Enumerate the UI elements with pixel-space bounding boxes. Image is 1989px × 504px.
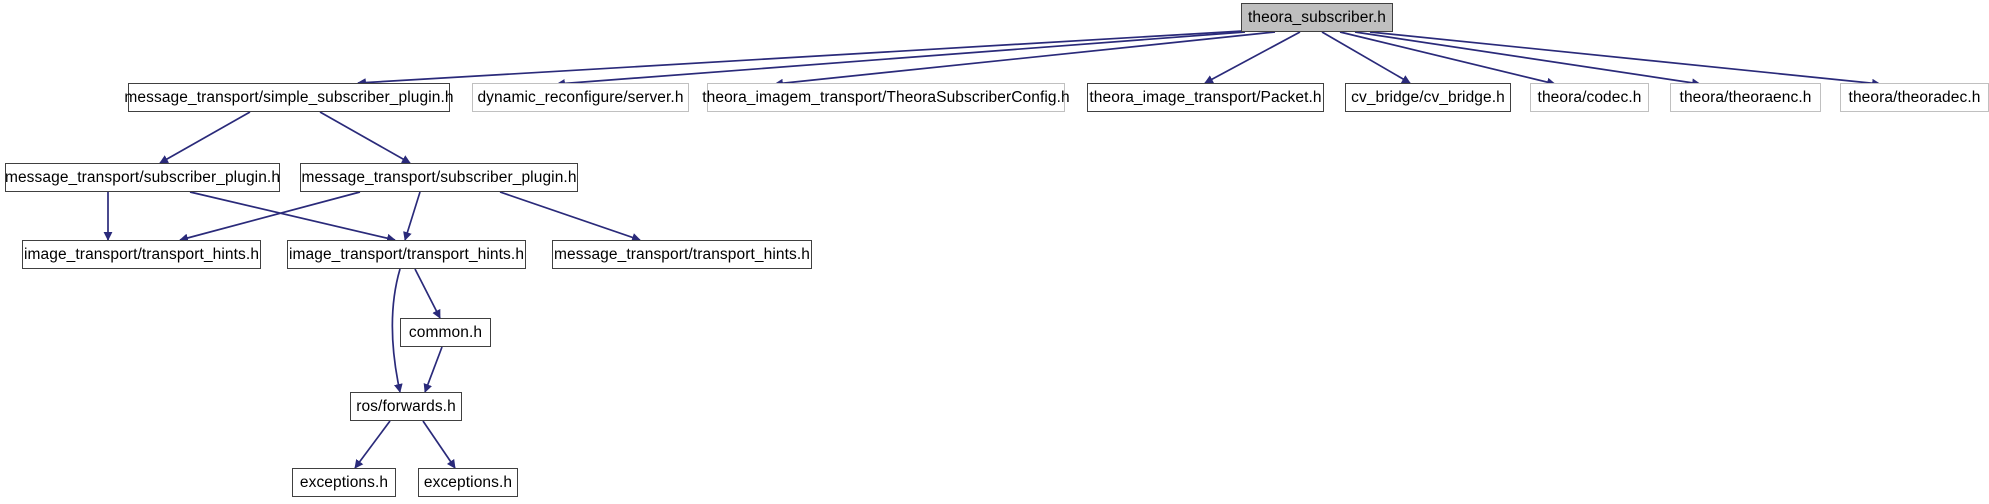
- graph-node-n11[interactable]: image_transport/transport_hints.h: [22, 240, 261, 269]
- graph-node-label: theora/codec.h: [1537, 88, 1642, 106]
- graph-edge-n0-to-n2: [556, 31, 1246, 88]
- graph-node-n6[interactable]: theora/codec.h: [1530, 83, 1649, 112]
- graph-node-n2[interactable]: dynamic_reconfigure/server.h: [472, 83, 689, 112]
- graph-node-label: theora/theoradec.h: [1848, 88, 1981, 106]
- graph-node-label: exceptions.h: [423, 473, 513, 491]
- graph-node-label: ros/forwards.h: [356, 397, 456, 415]
- graph-edge-n9-to-n12: [189, 191, 396, 243]
- graph-node-label: message_transport/subscriber_plugin.h: [301, 168, 577, 186]
- graph-node-label: theora/theoraenc.h: [1679, 88, 1812, 106]
- graph-edge-n15-to-n17: [422, 420, 456, 469]
- graph-edge-n0-to-n6: [1339, 31, 1556, 87]
- graph-node-n12[interactable]: image_transport/transport_hints.h: [287, 240, 526, 269]
- graph-node-n8[interactable]: theora/theoradec.h: [1840, 83, 1989, 112]
- graph-node-n17[interactable]: exceptions.h: [418, 468, 518, 497]
- graph-edge-n1-to-n9: [159, 111, 251, 164]
- graph-node-n3[interactable]: theora_imagem_transport/TheoraSubscriber…: [702, 83, 1070, 112]
- graph-edge-n0-to-n4: [1204, 31, 1301, 84]
- graph-node-label: dynamic_reconfigure/server.h: [477, 88, 684, 106]
- graph-node-n14[interactable]: common.h: [400, 318, 491, 347]
- graph-node-n16[interactable]: exceptions.h: [292, 468, 396, 497]
- graph-edge-n10-to-n13: [499, 191, 641, 242]
- graph-edge-n1-to-n10: [319, 111, 411, 164]
- graph-node-label: message_transport/simple_subscriber_plug…: [124, 88, 454, 106]
- graph-edge-n12-to-n15: [391, 268, 403, 393]
- graph-edge-n0-to-n5: [1321, 31, 1411, 84]
- graph-node-label: image_transport/transport_hints.h: [23, 245, 260, 263]
- graph-edge-n0-to-n3: [774, 31, 1276, 88]
- graph-node-label: image_transport/transport_hints.h: [288, 245, 525, 263]
- graph-node-label: message_transport/transport_hints.h: [554, 245, 810, 263]
- graph-node-n5[interactable]: cv_bridge/cv_bridge.h: [1345, 83, 1511, 112]
- graph-node-n9[interactable]: message_transport/subscriber_plugin.h: [5, 163, 280, 192]
- graph-edge-n14-to-n15: [423, 346, 443, 393]
- graph-edge-n0-to-n8: [1369, 31, 1881, 88]
- graph-edge-n0-to-n1: [357, 30, 1244, 87]
- graph-node-n7[interactable]: theora/theoraenc.h: [1670, 83, 1821, 112]
- graph-node-n4[interactable]: theora_image_transport/Packet.h: [1087, 83, 1324, 112]
- graph-edge-n10-to-n11: [179, 191, 361, 243]
- graph-edge-n15-to-n16: [354, 420, 391, 469]
- graph-node-label: exceptions.h: [299, 473, 389, 491]
- graph-edge-n10-to-n12: [403, 191, 421, 241]
- graph-node-n13[interactable]: message_transport/transport_hints.h: [552, 240, 812, 269]
- graph-node-n10[interactable]: message_transport/subscriber_plugin.h: [300, 163, 578, 192]
- graph-node-label: cv_bridge/cv_bridge.h: [1351, 88, 1505, 106]
- graph-node-n0[interactable]: theora_subscriber.h: [1241, 3, 1393, 32]
- graph-node-n15[interactable]: ros/forwards.h: [350, 392, 462, 421]
- graph-edge-n0-to-n7: [1354, 31, 1701, 88]
- graph-node-label: common.h: [408, 323, 483, 341]
- graph-node-label: message_transport/subscriber_plugin.h: [4, 168, 281, 186]
- graph-node-label: theora_imagem_transport/TheoraSubscriber…: [702, 88, 1070, 106]
- graph-node-n1[interactable]: message_transport/simple_subscriber_plug…: [124, 83, 454, 112]
- graph-node-label: theora_subscriber.h: [1247, 8, 1387, 26]
- graph-edge-n12-to-n14: [414, 268, 441, 319]
- graph-node-label: theora_image_transport/Packet.h: [1089, 88, 1322, 106]
